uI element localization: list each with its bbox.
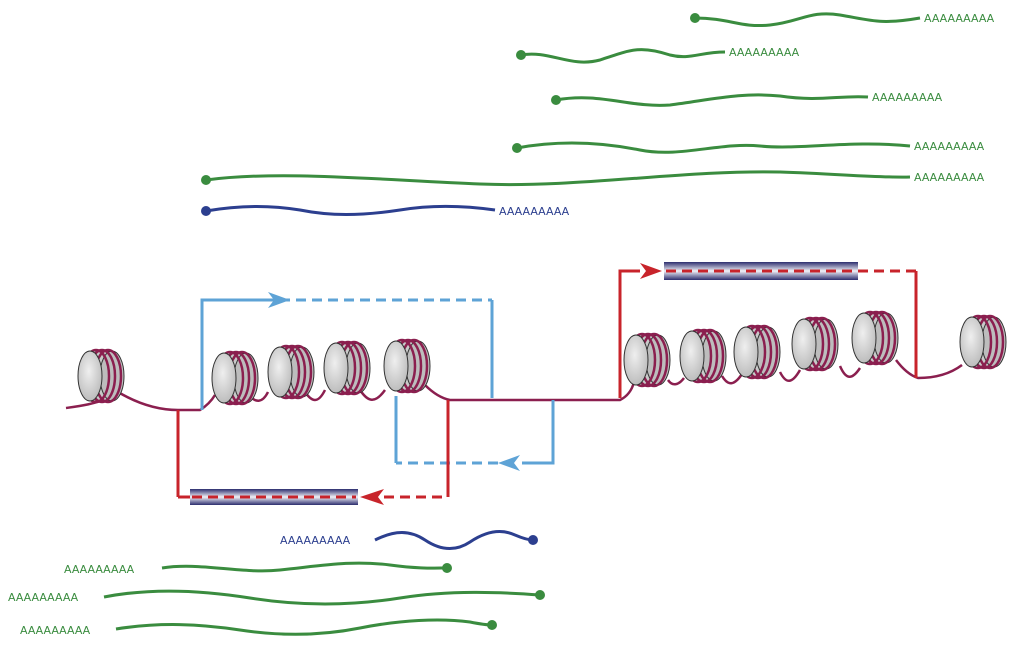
red-transcription-path-left: [176, 400, 450, 505]
polya-tail: AAAAAAAAA: [8, 591, 79, 604]
polya-tail: AAAAAAAAA: [924, 12, 995, 25]
path-solid: [522, 400, 555, 465]
nucleosome: [211, 350, 259, 406]
polya-tail: AAAAAAAAA: [64, 563, 135, 576]
nucleosome: [959, 314, 1007, 370]
mrna-strand: [161, 561, 448, 573]
transcript-bottom-2: AAAAAAAAA: [8, 589, 545, 606]
cap-dot: [535, 590, 545, 600]
nucleosome: [383, 338, 431, 394]
direction-arrow: [268, 292, 290, 308]
polya-tail: AAAAAAAAA: [20, 624, 91, 637]
nucleosome: [851, 310, 899, 366]
nucleosome: [623, 332, 671, 388]
mrna-strand: [103, 589, 541, 606]
cap-dot: [487, 620, 497, 630]
polya-tail: AAAAAAAAA: [914, 171, 985, 184]
transcript-top-blue: AAAAAAAAA: [201, 204, 570, 218]
mrna-strand: [555, 93, 869, 107]
polya-tail: AAAAAAAAA: [280, 534, 351, 547]
polya-tail: AAAAAAAAA: [729, 46, 800, 59]
gene-box-right: [664, 262, 858, 280]
mrna-strand: [205, 204, 496, 216]
transcript-top-1: AAAAAAAAA: [690, 12, 995, 28]
polya-tail: AAAAAAAAA: [499, 205, 570, 218]
nucleosome: [791, 316, 839, 372]
transcript-bottom-3: AAAAAAAAA: [20, 618, 497, 637]
cap-dot: [442, 563, 452, 573]
mrna-strand: [516, 141, 911, 154]
polya-tail: AAAAAAAAA: [872, 91, 943, 104]
transcript-top-3: AAAAAAAAA: [551, 91, 943, 107]
transcript-top-5: AAAAAAAAA: [201, 170, 985, 187]
transcript-bottom-blue: AAAAAAAAA: [280, 530, 538, 550]
direction-arrow: [640, 263, 662, 279]
mrna-strand: [115, 618, 493, 636]
transcript-bottom-1: AAAAAAAAA: [64, 561, 452, 576]
red-transcription-path-right: [618, 262, 918, 398]
nucleosome: [679, 328, 727, 384]
nucleosome: [77, 348, 125, 404]
mrna-strand: [520, 48, 726, 64]
mrna-strand: [205, 170, 911, 187]
direction-arrow: [360, 489, 384, 505]
direction-arrow: [498, 455, 520, 471]
transcript-top-4: AAAAAAAAA: [512, 140, 985, 154]
path-solid: [618, 269, 640, 398]
path-solid: [200, 298, 290, 410]
nucleosome: [733, 324, 781, 380]
transcript-top-2: AAAAAAAAA: [516, 46, 800, 64]
cap-dot: [528, 535, 538, 545]
nucleosome: [323, 340, 371, 396]
polya-tail: AAAAAAAAA: [914, 140, 985, 153]
mrna-strand: [374, 530, 534, 550]
mrna-strand: [694, 12, 921, 28]
nucleosome: [267, 344, 315, 400]
